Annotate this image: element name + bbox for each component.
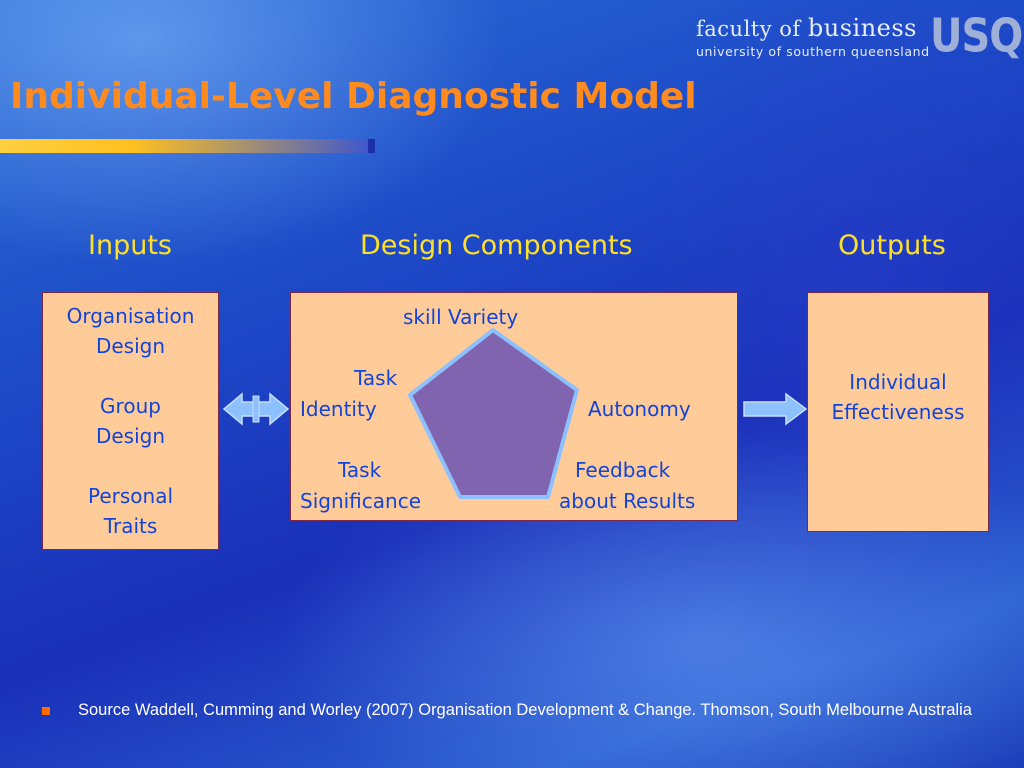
design-components-heading: Design Components xyxy=(360,230,633,261)
input-organisation-line1: Organisation xyxy=(66,304,195,328)
source-citation: Source Waddell, Cumming and Worley (2007… xyxy=(78,701,972,719)
pentagon-shape xyxy=(408,328,579,499)
component-skill-variety: skill Variety xyxy=(403,305,519,329)
input-group-line2: Design xyxy=(95,424,166,448)
inputs-heading: Inputs xyxy=(88,230,172,261)
slide-title: Individual-Level Diagnostic Model xyxy=(10,76,697,117)
component-task-significance-line1: Task xyxy=(338,458,382,482)
outputs-heading: Outputs xyxy=(838,230,946,261)
bullet-icon xyxy=(42,707,50,715)
component-task-significance-line2: Significance xyxy=(300,489,422,513)
input-organisation-line2: Design xyxy=(95,334,166,358)
component-task-identity-line2: Identity xyxy=(300,397,377,421)
input-personal-line1: Personal xyxy=(87,484,174,508)
component-feedback-line1: Feedback xyxy=(575,458,671,482)
title-underline-end xyxy=(368,139,375,153)
faculty-of-business-logo: faculty of business xyxy=(696,14,917,42)
output-line2: Effectiveness xyxy=(831,400,965,424)
title-underline-bar xyxy=(0,139,375,153)
input-personal-line2: Traits xyxy=(103,514,158,538)
component-task-identity-line1: Task xyxy=(354,366,398,390)
right-arrow-icon xyxy=(743,392,808,426)
component-feedback-line2: about Results xyxy=(559,489,696,513)
component-autonomy: Autonomy xyxy=(588,397,691,421)
double-arrow-icon xyxy=(222,392,290,426)
usq-logo: USQ xyxy=(930,10,1023,63)
outputs-box: Individual Effectiveness xyxy=(807,292,989,532)
output-line1: Individual xyxy=(849,370,947,394)
input-group-line1: Group xyxy=(100,394,161,418)
university-name: university of southern queensland xyxy=(696,44,930,59)
inputs-box: Organisation Design Group Design Persona… xyxy=(42,292,219,550)
